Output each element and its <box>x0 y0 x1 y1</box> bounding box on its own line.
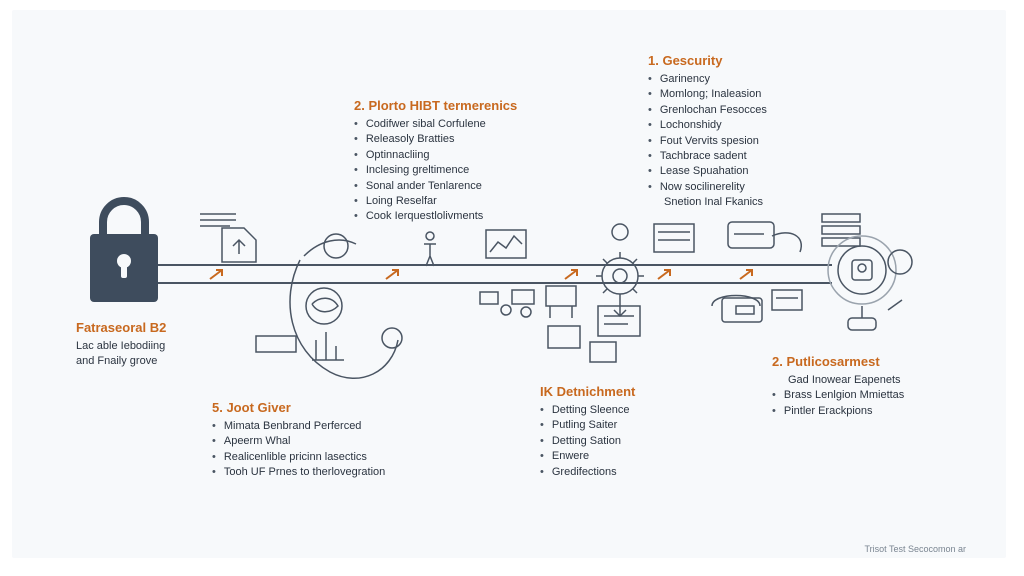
caption-line: and Fnaily grove <box>76 355 158 368</box>
caption-line: Lac able Iebodiing <box>76 340 166 352</box>
list-item: •Inclesing greltimence <box>354 164 470 177</box>
list-item: •Apeerm Whal <box>212 435 291 448</box>
joot-heading: 5. Joot Giver <box>212 400 291 415</box>
browser-window-icon <box>653 221 803 253</box>
arrow-markers <box>209 269 753 280</box>
list-item: •Detting Sleence <box>540 404 630 416</box>
list-item: •Detting Sation <box>540 434 621 447</box>
footer-watermark: Trisot Test Secocomon ar <box>864 544 966 554</box>
line-chart-icon <box>485 229 527 259</box>
person-icon <box>424 231 436 267</box>
list-item: •Lease Spuahation <box>648 165 749 178</box>
joot-list: •Mimata Benbrand Perferced •Apeerm Whal … <box>212 419 385 481</box>
list-item: •Now socilinerelity <box>648 180 745 193</box>
security-list: •Garinency •Momlong; Inaleasion •Grenloc… <box>648 72 767 211</box>
secure-terminal-icon <box>821 213 913 331</box>
lock-caption-heading: Fatraseoral B2 <box>76 320 167 335</box>
proto-block: 2. Plorto HIBT termerenics •Codifwer sib… <box>354 98 517 225</box>
list-item: •Releasoly Bratties <box>354 133 455 146</box>
pubsec-heading: 2. Putlicosarmest <box>772 354 880 369</box>
list-item: •Lochonshidy <box>648 119 722 132</box>
machinery-icon <box>479 285 577 318</box>
documents-icon <box>547 305 641 363</box>
proto-heading: 2. Plorto HIBT termerenics <box>354 98 518 113</box>
joot-block: 5. Joot Giver •Mimata Benbrand Perferced… <box>212 400 385 481</box>
list-item: •Optinnacliing <box>354 148 430 161</box>
list-item-tail: Snetion Inal Fkanics <box>664 196 764 209</box>
pubsec-line: Gad Inowear Eapenets <box>788 374 901 386</box>
upload-document-icon <box>200 213 257 263</box>
proto-list: •Codifwer sibal Corfulene •Releasoly Bra… <box>354 117 517 225</box>
deployment-block: IK Detnichment •Detting Sleence •Putling… <box>540 384 635 480</box>
pubsec-list: •Brass Lenlgion Mmiettas •Pintler Erackp… <box>772 388 904 419</box>
gear-icon <box>596 223 644 318</box>
pubsec-block: 2. Putlicosarmest Gad Inowear Eapenets •… <box>772 354 904 419</box>
deployment-list: •Detting Sleence •Putling Saiter •Dettin… <box>540 403 635 480</box>
list-item: •Sonal ander Tenlarence <box>354 179 482 192</box>
timeline-rail <box>158 264 832 284</box>
list-item: •Cook Ierquestlolivments <box>354 210 484 223</box>
list-item: •Codifwer sibal Corfulene <box>354 118 486 130</box>
list-item: •Pintler Erackpions <box>772 404 873 417</box>
list-item: •Mimata Benbrand Perferced <box>212 420 362 432</box>
security-heading: 1. Gescurity <box>648 53 723 68</box>
list-item: •Enwere <box>540 450 590 463</box>
deployment-heading: IK Detnichment <box>540 384 636 399</box>
list-item: •Garinency <box>648 73 710 85</box>
list-item: •Momlong; Inaleasion <box>648 88 762 101</box>
list-item: •Grenlochan Fesocces <box>648 103 767 116</box>
list-item: •Fout Vervits spesion <box>648 134 759 147</box>
list-item: •Tachbrace sadent <box>648 150 747 163</box>
list-item: •Putling Saiter <box>540 419 618 432</box>
lock-caption-block: Fatraseoral B2 Lac able Iebodiing and Fn… <box>76 320 166 370</box>
workflow-cluster-icon <box>255 233 403 380</box>
list-item: •Loing Reselfar <box>354 195 437 208</box>
list-item: •Realicenlible pricinn lasectics <box>212 450 367 463</box>
list-item: •Gredifections <box>540 465 617 478</box>
list-item: •Tooh UF Prnes to therlovegration <box>212 466 386 479</box>
padlock-icon <box>90 197 158 302</box>
device-icon <box>711 289 803 323</box>
list-item: •Brass Lenlgion Mmiettas <box>772 389 905 402</box>
security-block: 1. Gescurity •Garinency •Momlong; Inalea… <box>648 53 767 211</box>
